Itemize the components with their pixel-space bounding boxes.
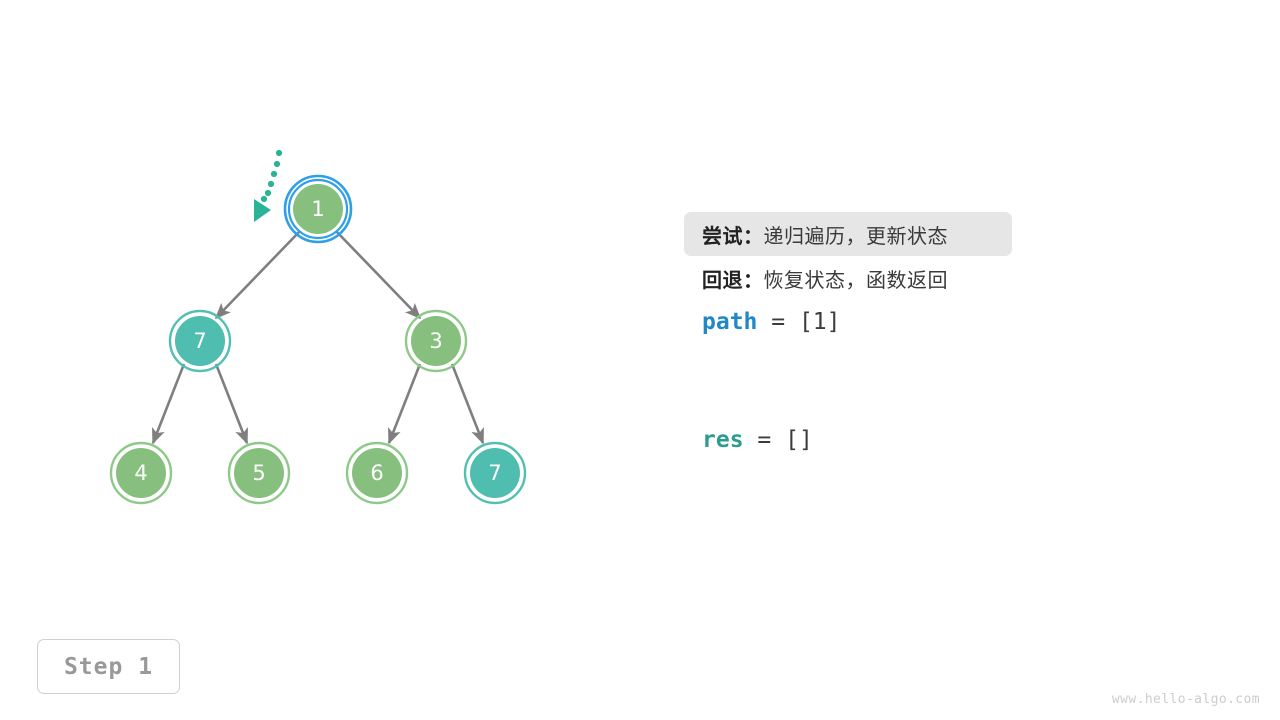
pointer-dot <box>273 160 281 168</box>
node-label: 4 <box>134 461 147 485</box>
recursion-pointer <box>254 149 283 222</box>
edge-1-3 <box>335 230 422 320</box>
res-assign-operator: = <box>743 427 786 453</box>
pointer-dot <box>264 189 272 197</box>
tree-edges <box>151 230 485 445</box>
path-variable-name: path <box>702 309 758 335</box>
edge-7-5 <box>214 363 249 445</box>
tree-nodes: 1 7 3 4 <box>109 174 527 505</box>
node-circle <box>234 448 284 498</box>
try-line-label: 尝试： <box>702 223 764 248</box>
pointer-dot <box>267 180 275 188</box>
backtrack-line-row: 回退：恢复状态，函数返回 <box>684 256 1012 300</box>
node-circle <box>293 184 343 234</box>
node-ring <box>168 309 232 373</box>
node-label: 7 <box>193 329 206 353</box>
node-circle <box>411 316 461 366</box>
res-variable-name: res <box>702 427 744 453</box>
panel-spacer <box>684 344 1104 418</box>
node-label: 5 <box>252 461 265 485</box>
node-ring <box>404 309 468 373</box>
explanation-panel: 尝试：递归遍历，更新状态 回退：恢复状态，函数返回 path = [1] res… <box>684 212 1104 462</box>
pointer-dot <box>270 170 278 178</box>
node-ring <box>463 441 527 505</box>
edge-3-6 <box>387 363 422 445</box>
res-variable-row: res = [] <box>684 418 1104 462</box>
try-line-body: 递归遍历，更新状态 <box>763 223 948 248</box>
node-circle <box>352 448 402 498</box>
res-variable-value: [] <box>785 427 813 453</box>
tree-node-6[interactable]: 6 <box>345 441 409 505</box>
node-label: 7 <box>488 461 501 485</box>
edge-7-4 <box>151 363 186 445</box>
backtrack-line-label: 回退： <box>702 267 764 292</box>
path-variable-value: [1] <box>798 309 841 335</box>
try-line-text: 尝试：递归遍历，更新状态 <box>702 220 948 249</box>
pointer-arrowhead <box>254 199 271 222</box>
tree-node-4[interactable]: 4 <box>109 441 173 505</box>
path-assign-operator: = <box>757 309 799 335</box>
pointer-dot <box>275 149 283 157</box>
binary-tree-diagram: 1 7 3 4 <box>109 149 527 505</box>
watermark: www.hello-algo.com <box>1111 692 1260 707</box>
path-variable-row: path = [1] <box>684 300 1104 344</box>
try-line-row: 尝试：递归遍历，更新状态 <box>684 212 1012 256</box>
node-circle <box>470 448 520 498</box>
tree-node-5[interactable]: 5 <box>227 441 291 505</box>
node-label: 6 <box>370 461 383 485</box>
node-ring <box>345 441 409 505</box>
node-ring <box>109 441 173 505</box>
node-circle <box>175 316 225 366</box>
node-ring <box>227 441 291 505</box>
tree-node-3[interactable]: 3 <box>404 309 468 373</box>
node-active-ring <box>283 174 353 244</box>
step-badge: Step 1 <box>37 639 180 694</box>
node-inner-ring <box>287 178 349 240</box>
tree-node-7-right[interactable]: 7 <box>463 441 527 505</box>
tree-node-7-left[interactable]: 7 <box>168 309 232 373</box>
node-label: 1 <box>311 197 324 221</box>
node-circle <box>116 448 166 498</box>
step-badge-label: Step 1 <box>63 653 154 680</box>
pointer-dot <box>260 195 268 203</box>
backtrack-line-body: 恢复状态，函数返回 <box>763 267 948 292</box>
backtrack-line-text: 回退：恢复状态，函数返回 <box>702 264 948 293</box>
edge-3-7 <box>450 363 485 445</box>
tree-node-1[interactable]: 1 <box>283 174 353 244</box>
edge-1-7 <box>214 230 301 320</box>
node-label: 3 <box>429 329 442 353</box>
